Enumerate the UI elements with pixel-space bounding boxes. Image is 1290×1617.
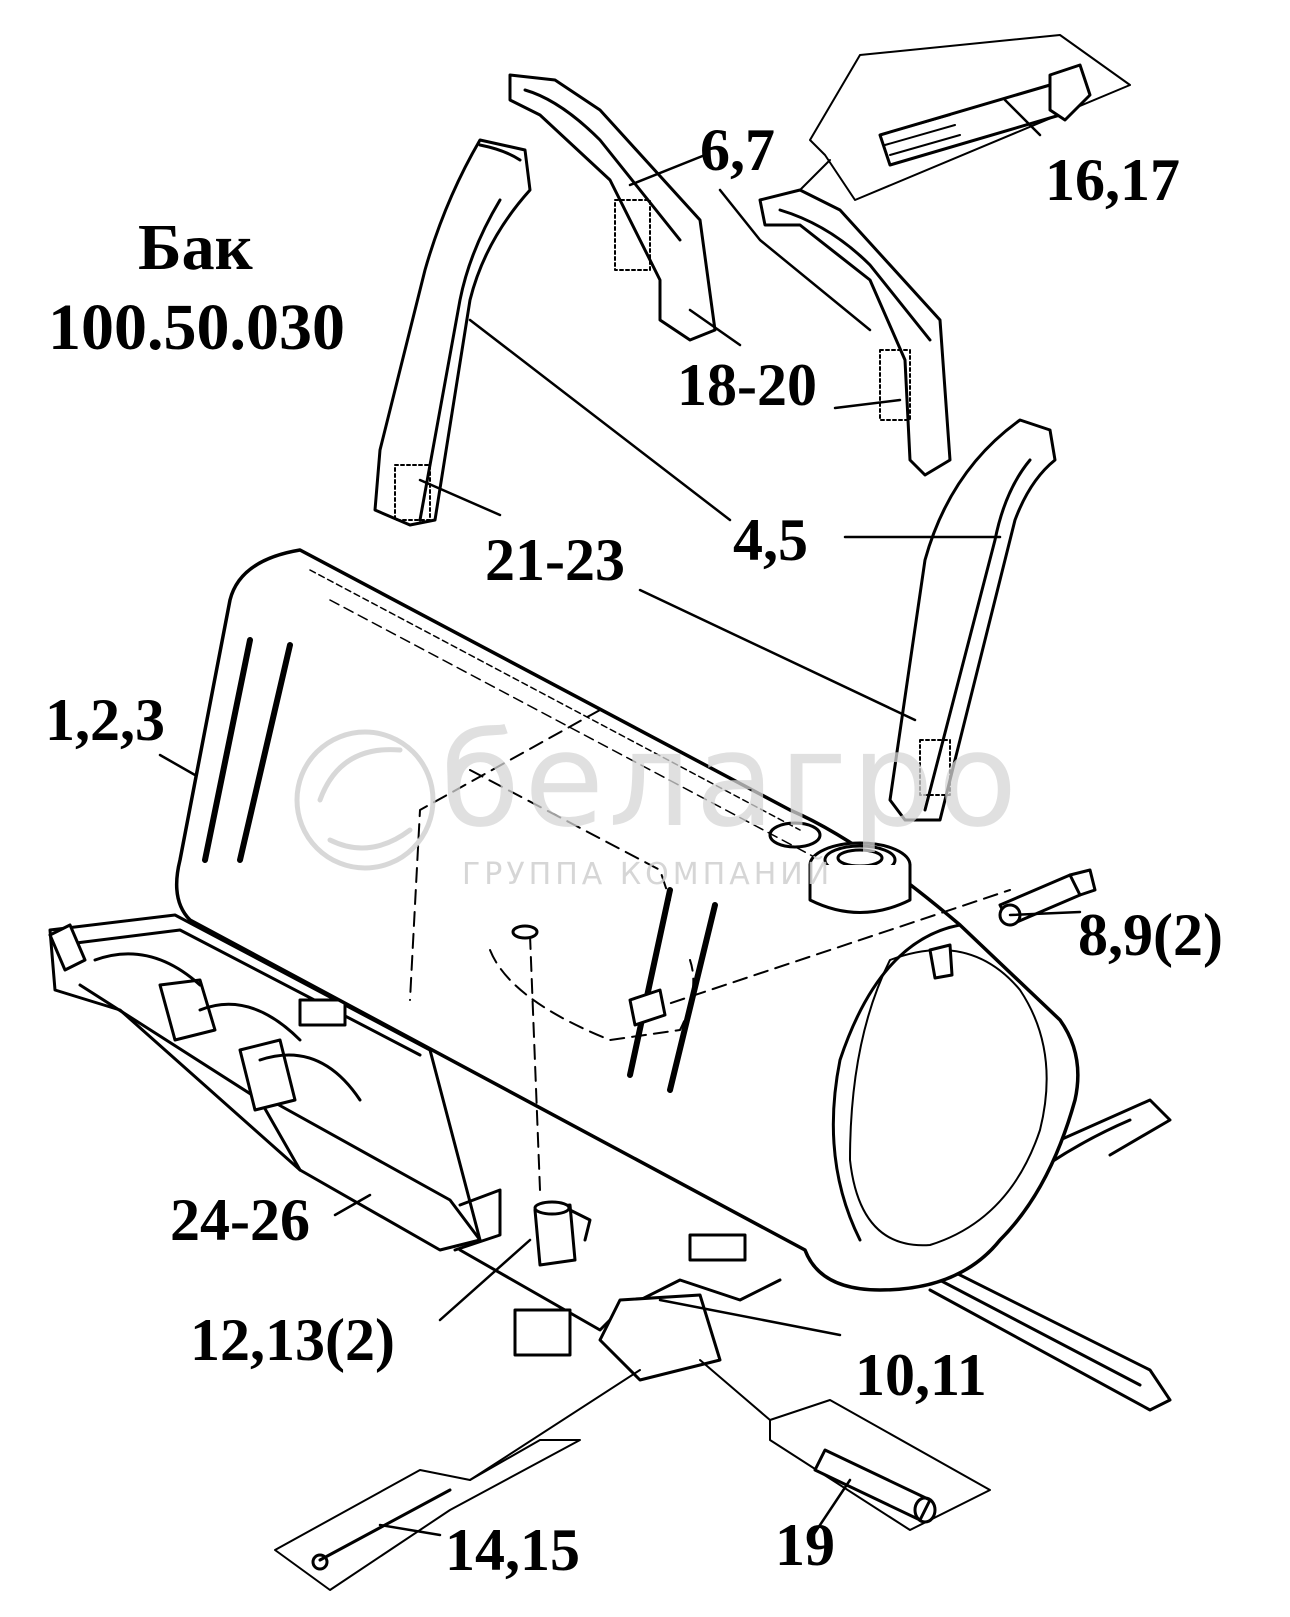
fuel-tank xyxy=(174,548,1080,1292)
leader-lines xyxy=(158,98,1082,1542)
tank-strap-right xyxy=(888,418,1057,822)
callout-12-13-2: 12,13(2) xyxy=(190,1307,395,1373)
callout-18-20: 18-20 xyxy=(677,352,817,418)
watermark-subtitle: ГРУППА КОМПАНИЙ xyxy=(462,857,834,892)
watermark-brand: белагро xyxy=(440,704,1022,856)
callout-6-7: 6,7 xyxy=(700,117,775,183)
bolt-inset xyxy=(799,34,1131,201)
callout-16-17: 16,17 xyxy=(1045,147,1180,213)
callout-1-2-3: 1,2,3 xyxy=(45,687,165,753)
pin-inset xyxy=(699,1359,991,1531)
diagram-title-line2: 100.50.030 xyxy=(48,291,345,364)
callout-10-11: 10,11 xyxy=(855,1342,987,1408)
callout-21-23: 21-23 xyxy=(485,527,625,593)
callout-14-15: 14,15 xyxy=(445,1517,580,1583)
belagro-logo-icon xyxy=(294,729,436,871)
tank-strap-upper-left xyxy=(508,73,717,342)
tank-strap-left xyxy=(373,138,532,527)
callout-24-26: 24-26 xyxy=(170,1187,310,1253)
tank-strap-upper-right xyxy=(758,188,952,477)
callout-19: 19 xyxy=(775,1512,835,1578)
frame-bracket xyxy=(48,913,1172,1412)
callout-8-9-2: 8,9(2) xyxy=(1078,902,1223,968)
drain-plug xyxy=(533,1200,592,1267)
diagram-title-line1: Бак xyxy=(138,211,253,284)
callout-4-5: 4,5 xyxy=(733,507,808,573)
